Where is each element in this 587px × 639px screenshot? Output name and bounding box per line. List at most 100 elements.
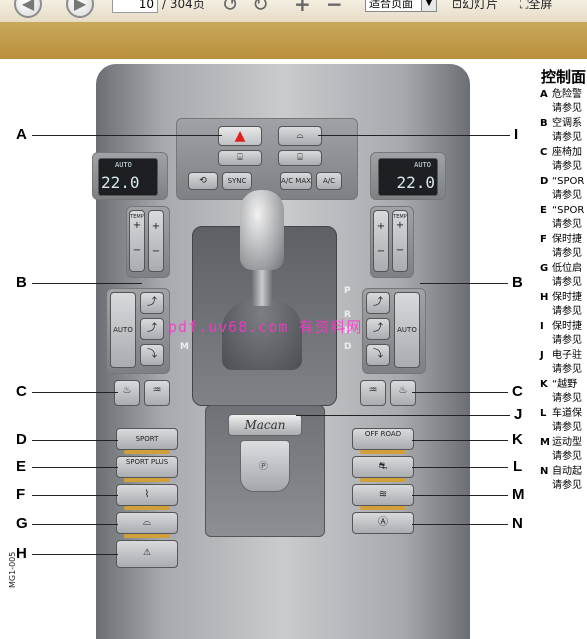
leader-line [32, 283, 142, 284]
legend-text: 座椅加 [552, 147, 582, 158]
callout-b-right: B [512, 274, 523, 291]
callout-g: G [16, 515, 28, 532]
right-temp-label: TEMP [393, 214, 407, 220]
legend-subtext: 请参见 [552, 480, 582, 491]
left-seat-heat-button: ♨ [114, 380, 140, 406]
gear-knob [240, 190, 284, 270]
callout-k: K [512, 431, 523, 448]
leader-line [412, 495, 508, 496]
brand-badge: Macan [228, 414, 302, 436]
watermark-text: pdf.uv68.com 有资料网 [168, 318, 363, 336]
ac-button: A/C [316, 172, 342, 190]
zoom-in-icon[interactable]: + [294, 0, 311, 16]
right-seat-vent-button: ♒ [360, 380, 386, 406]
callout-l: L [513, 458, 523, 475]
sport-plus-button: SPORT PLUS [116, 456, 178, 478]
legend-key: G [540, 263, 549, 274]
psm-off-icon: ⚠ [142, 548, 152, 558]
legend-subtext: 请参见 [552, 132, 582, 143]
legend-subtext: 请参见 [552, 422, 582, 433]
legend-key: A [540, 89, 548, 100]
fullscreen-icon: ⛶ [520, 0, 529, 11]
left-temp-rocker-2: +− [148, 210, 164, 272]
legend-subtext: 请参见 [552, 364, 582, 375]
seat-airflow-icon: ⤴ [373, 297, 383, 308]
minus-icon: − [376, 246, 386, 257]
lane-icon: ⛐ [378, 461, 388, 472]
plus-icon: + [151, 221, 161, 232]
lowering-button: ⌓ [116, 512, 178, 534]
right-auto-label: AUTO [414, 161, 431, 169]
gear-r: R [344, 310, 351, 320]
right-airflow-mid-button: ⤴ [366, 318, 390, 340]
rotate-left-icon[interactable]: ↺ [222, 0, 239, 16]
right-temp-value: 22.0 [396, 173, 435, 192]
plus-icon: + [395, 220, 405, 231]
chevron-down-icon: ▼ [421, 0, 436, 11]
callout-m: M [512, 486, 525, 503]
gear-m: M [180, 342, 189, 352]
leader-line [32, 467, 118, 468]
zoom-select[interactable]: 适合页面 ▼ [365, 0, 437, 12]
seat-vent-icon: ♒ [152, 385, 162, 396]
gear-boot [222, 300, 302, 370]
seat-airflow-icon: ⤴ [147, 323, 157, 334]
seat-airflow-icon: ⤵ [373, 349, 383, 360]
leader-line [32, 440, 118, 441]
right-auto-button: AUTO [394, 292, 420, 368]
callout-f: F [16, 486, 26, 503]
right-temp-display: AUTO 22.0 [378, 158, 438, 196]
callout-a: A [16, 126, 27, 143]
slideshow-button[interactable]: ⊡幻灯片 [452, 0, 498, 12]
recirculation-button: ⟲ [188, 172, 218, 190]
sport-button: SPORT [116, 428, 178, 450]
callout-j: J [514, 406, 523, 423]
zoom-select-value: 适合页面 [369, 0, 413, 10]
parking-brake-icon: Ⓟ [259, 462, 269, 472]
gold-stripe [124, 450, 170, 454]
seat-airflow-icon: ⤴ [373, 323, 383, 334]
zoom-out-icon[interactable]: − [326, 0, 343, 16]
left-airflow-low-button: ⤵ [140, 344, 164, 366]
seat-heat-icon: ♨ [122, 385, 132, 396]
legend-subtext: 请参见 [552, 103, 582, 114]
leader-line [32, 554, 118, 555]
right-airflow-low-button: ⤵ [366, 344, 390, 366]
legend-subtext: 请参见 [552, 277, 582, 288]
fullscreen-button[interactable]: ⛶全屏 [520, 0, 552, 12]
offroad-button: OFF ROAD [352, 428, 414, 450]
gold-stripe [124, 478, 170, 482]
exhaust-icon: ≋ [378, 489, 388, 500]
gold-stripe [360, 450, 406, 454]
left-temp-display: AUTO 22.0 [98, 158, 158, 196]
legend-subtext: 请参见 [552, 306, 582, 317]
car-lower-icon: ⌓ [143, 517, 151, 528]
legend-text: “SPOR [552, 176, 585, 187]
leader-line [412, 440, 508, 441]
rotate-right-icon[interactable]: ↻ [252, 0, 269, 16]
legend-text: 电子驻 [552, 350, 582, 361]
right-airflow-top-button: ⤴ [366, 292, 390, 314]
left-temp-label-1: TEMP [130, 214, 144, 220]
page-total: / 304页 [162, 0, 205, 11]
parking-brake-switch: Ⓟ [240, 440, 290, 492]
legend-subtext: 请参见 [552, 161, 582, 172]
forward-arrow-icon[interactable]: ▶ [66, 0, 94, 18]
seat-vent-icon: ♒ [368, 385, 378, 396]
legend-subtext: 请参见 [552, 335, 582, 346]
legend-text: 车道保 [552, 408, 582, 419]
page-number-input[interactable]: 10 [112, 0, 158, 13]
start-stop-icon: Ⓐ [378, 517, 388, 528]
gold-stripe [360, 478, 406, 482]
callout-n: N [512, 515, 523, 532]
rear-window-button: ⌸ [278, 150, 322, 166]
back-arrow-icon[interactable]: ◀ [14, 0, 42, 18]
minus-icon: − [151, 246, 161, 257]
legend-key: E [540, 205, 547, 216]
fullscreen-label: 全屏 [528, 0, 553, 11]
